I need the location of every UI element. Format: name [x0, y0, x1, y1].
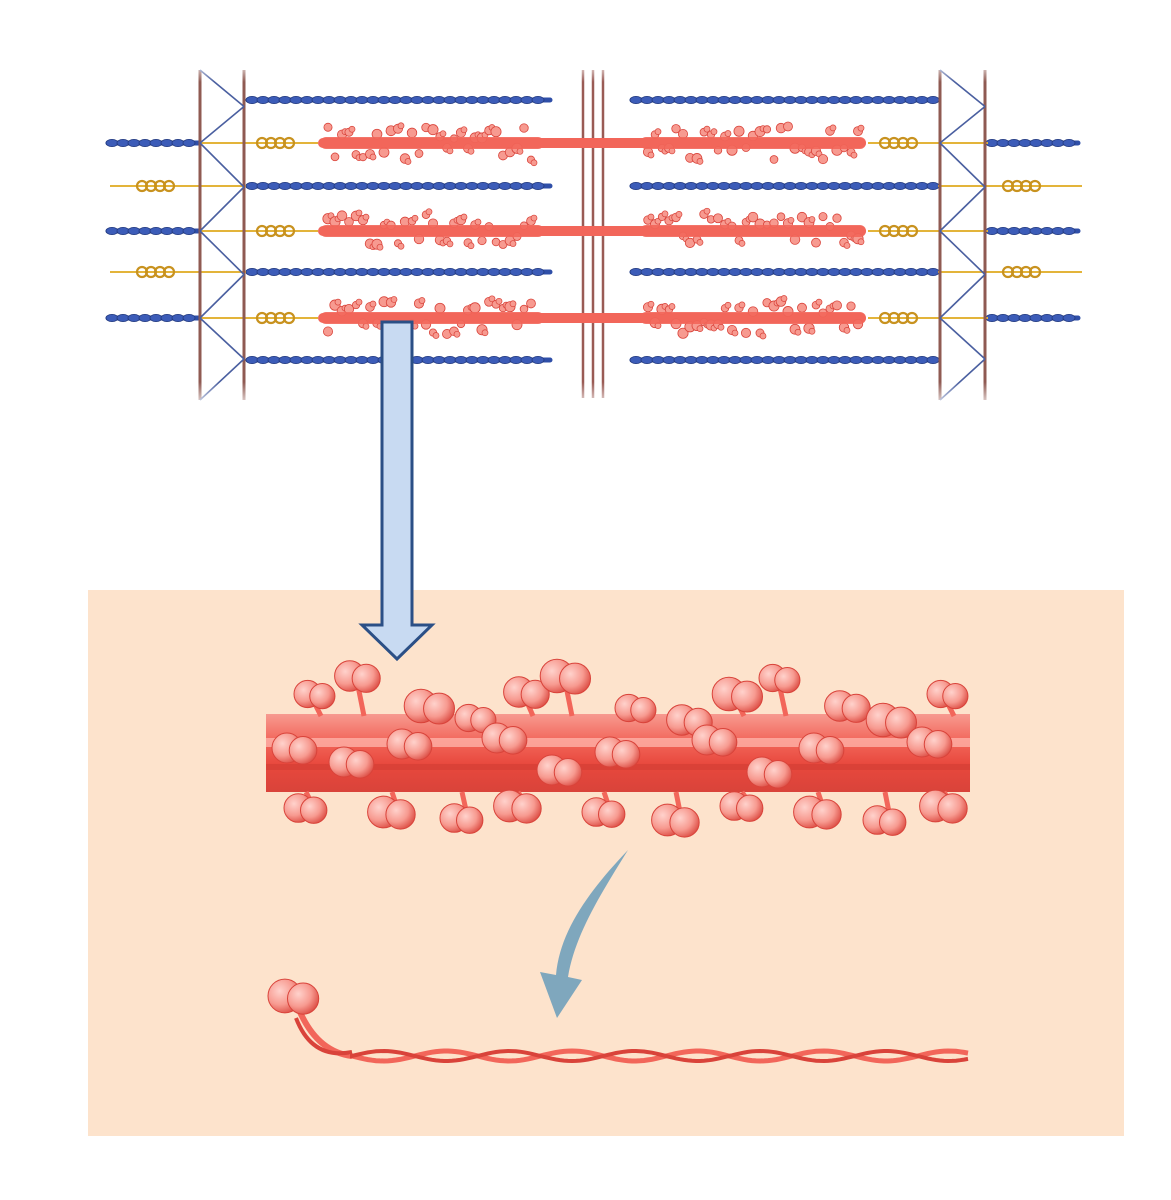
curved-arrow-icon	[540, 850, 628, 1018]
titin-spring	[868, 311, 988, 325]
myosin-head	[793, 795, 842, 830]
actin-filament	[629, 181, 941, 190]
titin-spring	[938, 265, 1082, 279]
myosin-thick-filaments	[318, 121, 866, 340]
myosin-head	[798, 732, 845, 765]
titin-spring	[110, 179, 246, 193]
titin-spring	[868, 136, 988, 150]
actin-filament	[105, 138, 203, 147]
titin-spring	[200, 224, 318, 238]
myosin-head	[746, 756, 793, 789]
myosin-head	[926, 679, 969, 710]
myosin-head	[919, 789, 968, 824]
myosin-head	[536, 754, 583, 787]
myosin-head	[334, 660, 381, 693]
myosin-head	[906, 726, 953, 759]
actin-filament	[629, 267, 941, 276]
myosin-head	[711, 676, 764, 713]
titin-spring	[110, 265, 246, 279]
myosin-head	[328, 746, 375, 779]
myosin-head	[271, 732, 318, 765]
actin-filament	[245, 96, 553, 105]
myosin-head	[403, 688, 456, 725]
myosin-head	[581, 797, 626, 828]
myosin-head	[493, 789, 542, 824]
myosin-head	[614, 693, 657, 724]
myosin-head	[283, 793, 328, 824]
actin-filament	[245, 181, 553, 190]
myosin-head	[865, 702, 918, 739]
z-disc-left	[198, 69, 246, 401]
myosin-head	[454, 703, 497, 734]
actin-filament	[245, 267, 553, 276]
myosin-head	[481, 722, 528, 755]
actin-filament	[985, 138, 1081, 147]
actin-filament	[105, 313, 203, 322]
titin-spring	[200, 136, 318, 150]
titin-spring	[938, 179, 1082, 193]
myosin-head	[386, 728, 433, 761]
myosin-head	[824, 690, 871, 723]
myosin-head	[862, 805, 907, 836]
titin-springs	[110, 136, 1082, 325]
myosin-head	[691, 724, 738, 757]
thick-filament-zoomed	[266, 658, 970, 838]
actin-filament	[985, 313, 1081, 322]
myosin-head	[539, 658, 592, 695]
zoom-panel	[88, 590, 1124, 1136]
myosin-head	[267, 978, 320, 1015]
sarcomere	[90, 60, 1100, 410]
myosin-molecule	[267, 978, 969, 1064]
myosin-head	[594, 736, 641, 769]
titin-spring	[200, 311, 318, 325]
myosin-tail-strand	[349, 1048, 969, 1064]
actin-filament	[985, 226, 1081, 235]
actin-thin-filaments	[105, 96, 1081, 364]
actin-filament	[105, 226, 203, 235]
myosin-head	[758, 663, 801, 694]
titin-spring	[868, 224, 988, 238]
myosin-head	[367, 795, 416, 830]
myosin-thick-filament	[318, 207, 866, 251]
myosin-head	[719, 791, 764, 822]
z-disc-right	[938, 69, 987, 401]
myosin-thick-filament	[318, 295, 866, 340]
myosin-head	[439, 803, 484, 834]
myosin-thick-filament	[318, 121, 866, 167]
actin-filament	[629, 355, 941, 364]
block-arrow-down-icon	[358, 320, 436, 662]
myosin-head	[293, 679, 336, 710]
myosin-head	[651, 803, 700, 838]
actin-filament	[629, 96, 941, 105]
myosin-head	[503, 676, 550, 709]
myosin-tail-strand	[350, 1048, 969, 1064]
